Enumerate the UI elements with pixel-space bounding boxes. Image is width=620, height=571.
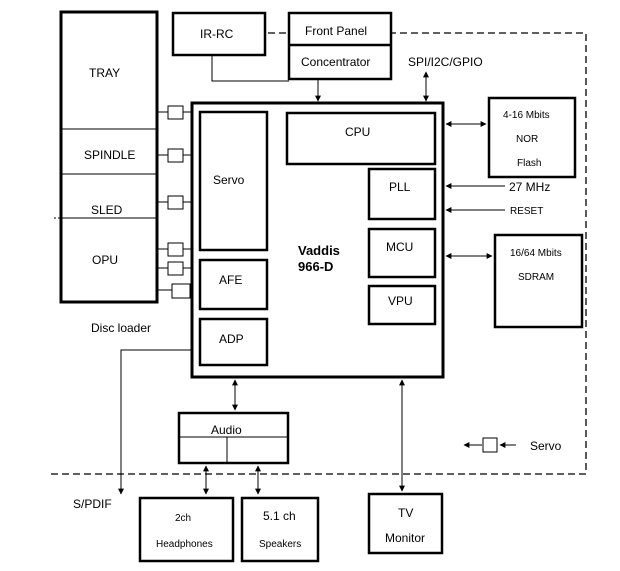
tv-monitor-box (367, 492, 444, 555)
audio-label: Audio (211, 423, 242, 437)
monitor-label: Monitor (385, 531, 425, 545)
chip-name-line2: 966-D (298, 259, 333, 274)
servo-inner-label: Servo (213, 173, 245, 187)
spdif-arrow (118, 349, 192, 495)
ir-to-concentrator-line (211, 55, 289, 82)
sled-label: SLED (91, 203, 123, 217)
adp-label: ADP (219, 332, 244, 346)
mcu-box (367, 227, 437, 279)
mcu-label: MCU (386, 240, 413, 254)
cpu-label: CPU (345, 125, 370, 139)
concentrator-label: Concentrator (301, 55, 370, 69)
disc-loader-panel (59, 10, 159, 304)
adp-box (198, 317, 269, 367)
nor-flash-label: Flash (517, 158, 541, 169)
servo-legend (463, 437, 516, 453)
headphones-channel-label: 2ch (175, 513, 191, 524)
reset-label: RESET (510, 206, 543, 217)
nor-flash-box (487, 96, 577, 179)
vpu-box (367, 284, 437, 326)
headphones-label: Headphones (156, 539, 213, 550)
mhz-label: 27 MHz (509, 180, 550, 194)
afe-box (198, 258, 269, 311)
speakers-box (240, 496, 320, 563)
speakers-channel-label: 5.1 ch (263, 509, 296, 523)
ir-rc-box (171, 11, 267, 57)
spindle-label: SPINDLE (84, 148, 135, 162)
pll-box (367, 167, 437, 221)
pll-label: PLL (389, 180, 411, 194)
driver-connectors (157, 105, 192, 299)
front-panel-label: Front Panel (305, 24, 367, 38)
spi-label: SPI/I2C/GPIO (408, 55, 483, 69)
afe-label: AFE (219, 273, 242, 287)
ir-rc-label: IR-RC (200, 27, 234, 41)
opu-label: OPU (92, 253, 118, 267)
sdram-box (493, 233, 584, 329)
tray-label: TRAY (89, 66, 120, 80)
speakers-label: Speakers (259, 539, 301, 550)
disc-loader-label: Disc loader (91, 321, 151, 335)
spdif-label: S/PDIF (73, 497, 112, 511)
cpu-box (285, 111, 437, 166)
sdram-label: SDRAM (518, 272, 554, 283)
chip-name-line1: Vaddis (298, 243, 340, 258)
nor-type-label: NOR (516, 134, 538, 145)
servo-legend-label: Servo (530, 439, 562, 453)
board-dashed-border (48, 32, 587, 475)
sdram-size-label: 16/64 Mbits (510, 248, 562, 259)
headphones-box (138, 496, 235, 563)
servo-inner-box (198, 110, 269, 252)
audio-box (177, 411, 290, 465)
nor-size-label: 4-16 Mbits (503, 110, 550, 121)
vpu-label: VPU (388, 294, 413, 308)
tv-label: TV (398, 506, 413, 520)
